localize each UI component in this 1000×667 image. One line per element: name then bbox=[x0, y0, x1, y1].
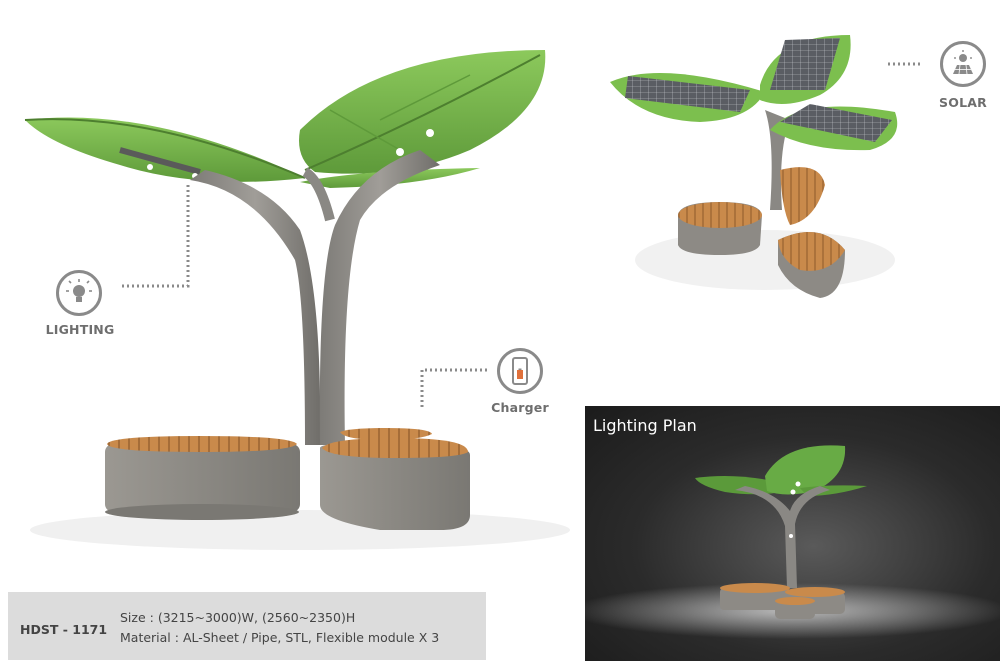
product-render-main bbox=[24, 50, 570, 550]
model-number: HDST - 1171 bbox=[20, 622, 108, 637]
spec-box: HDST - 1171 Size : (3215~3000)W, (2560~2… bbox=[8, 592, 486, 660]
material-spec: Material : AL-Sheet / Pipe, STL, Flexibl… bbox=[120, 630, 440, 645]
product-render-top-view bbox=[610, 35, 920, 298]
lightbulb-icon bbox=[66, 279, 92, 302]
solar-leaf-right bbox=[770, 104, 898, 151]
solar-icon-badge bbox=[940, 41, 986, 87]
right-bench bbox=[320, 428, 470, 530]
solar-leaf-top bbox=[760, 35, 851, 104]
charger-icon-badge bbox=[497, 348, 543, 394]
charger-connector bbox=[420, 368, 487, 410]
left-bench bbox=[105, 436, 300, 520]
solar-panel-icon bbox=[953, 50, 973, 75]
lighting-connector bbox=[120, 185, 190, 288]
lighting-plan-render bbox=[585, 445, 1000, 639]
solar-leaf-left bbox=[610, 73, 765, 122]
charger-label: Charger bbox=[491, 400, 549, 415]
size-spec: Size : (3215~3000)W, (2560~2350)H bbox=[120, 610, 356, 625]
solar-label: SOLAR bbox=[939, 95, 987, 110]
lighting-plan-panel: Lighting Plan bbox=[585, 406, 1000, 661]
lighting-label: LIGHTING bbox=[45, 322, 115, 337]
lighting-icon-badge bbox=[56, 270, 102, 316]
right-leaf-canopy bbox=[299, 50, 546, 174]
phone-battery-icon bbox=[512, 357, 528, 385]
lighting-plan-title: Lighting Plan bbox=[593, 416, 697, 435]
top-view-benches bbox=[678, 167, 845, 298]
left-leaf-canopy bbox=[24, 117, 306, 182]
steel-stem bbox=[190, 150, 440, 445]
